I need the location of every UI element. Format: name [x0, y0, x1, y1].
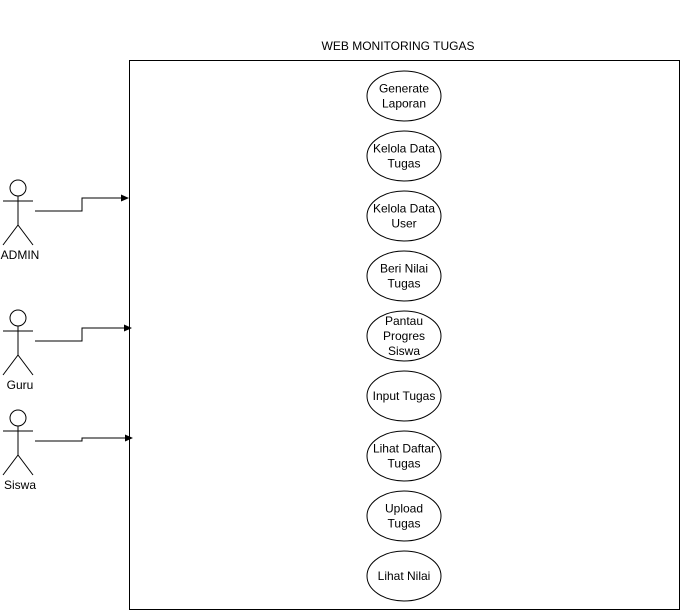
connector-admin-system	[35, 194, 129, 212]
connector-siswa-system	[35, 434, 133, 442]
use-case-ellipse	[366, 370, 442, 422]
actor-label: Siswa	[4, 478, 36, 492]
use-case-ellipse	[366, 430, 442, 482]
stick-figure-icon	[2, 309, 34, 376]
use-case-ellipse	[366, 70, 442, 122]
actor-label: Guru	[7, 378, 34, 392]
use-case-label: Input Tugas	[373, 389, 436, 403]
use-case-label: Kelola Data	[373, 142, 435, 156]
use-case-ellipse	[366, 250, 442, 302]
connector-guru-system	[35, 324, 132, 342]
use-case-ellipse	[366, 490, 442, 542]
use-case-input-tugas[interactable]: Input Tugas	[366, 370, 442, 422]
actor-siswa[interactable]: Siswa	[2, 409, 36, 492]
use-case-label: Laporan	[382, 97, 426, 111]
actor-admin[interactable]: ADMIN	[1, 179, 40, 262]
use-case-label: Lihat Nilai	[378, 569, 431, 583]
stick-figure-icon	[2, 409, 34, 476]
use-case-label: Tugas	[388, 277, 421, 291]
use-case-label: Siswa	[388, 344, 420, 358]
use-case-label: Kelola Data	[373, 202, 435, 216]
use-case-ellipse	[366, 310, 442, 362]
use-case-ellipse	[366, 130, 442, 182]
system-title: WEB MONITORING TUGAS	[322, 39, 475, 53]
use-case-lihat-nilai[interactable]: Lihat Nilai	[366, 550, 442, 602]
use-case-label: Tugas	[388, 157, 421, 171]
actor-label: ADMIN	[1, 248, 40, 262]
use-case-label: Pantau	[385, 314, 423, 328]
use-case-label: User	[391, 217, 416, 231]
use-case-label: Tugas	[388, 517, 421, 531]
use-case-label: Lihat Daftar	[373, 442, 435, 456]
use-case-label: Generate	[379, 82, 429, 96]
actor-guru[interactable]: Guru	[2, 309, 34, 392]
use-case-label: Tugas	[388, 457, 421, 471]
stick-figure-icon	[2, 179, 34, 246]
use-case-label: Progres	[383, 329, 425, 343]
use-case-ellipse	[366, 550, 442, 602]
use-case-label: Upload	[385, 502, 423, 516]
use-case-label: Beri Nilai	[380, 262, 428, 276]
use-case-ellipse	[366, 190, 442, 242]
